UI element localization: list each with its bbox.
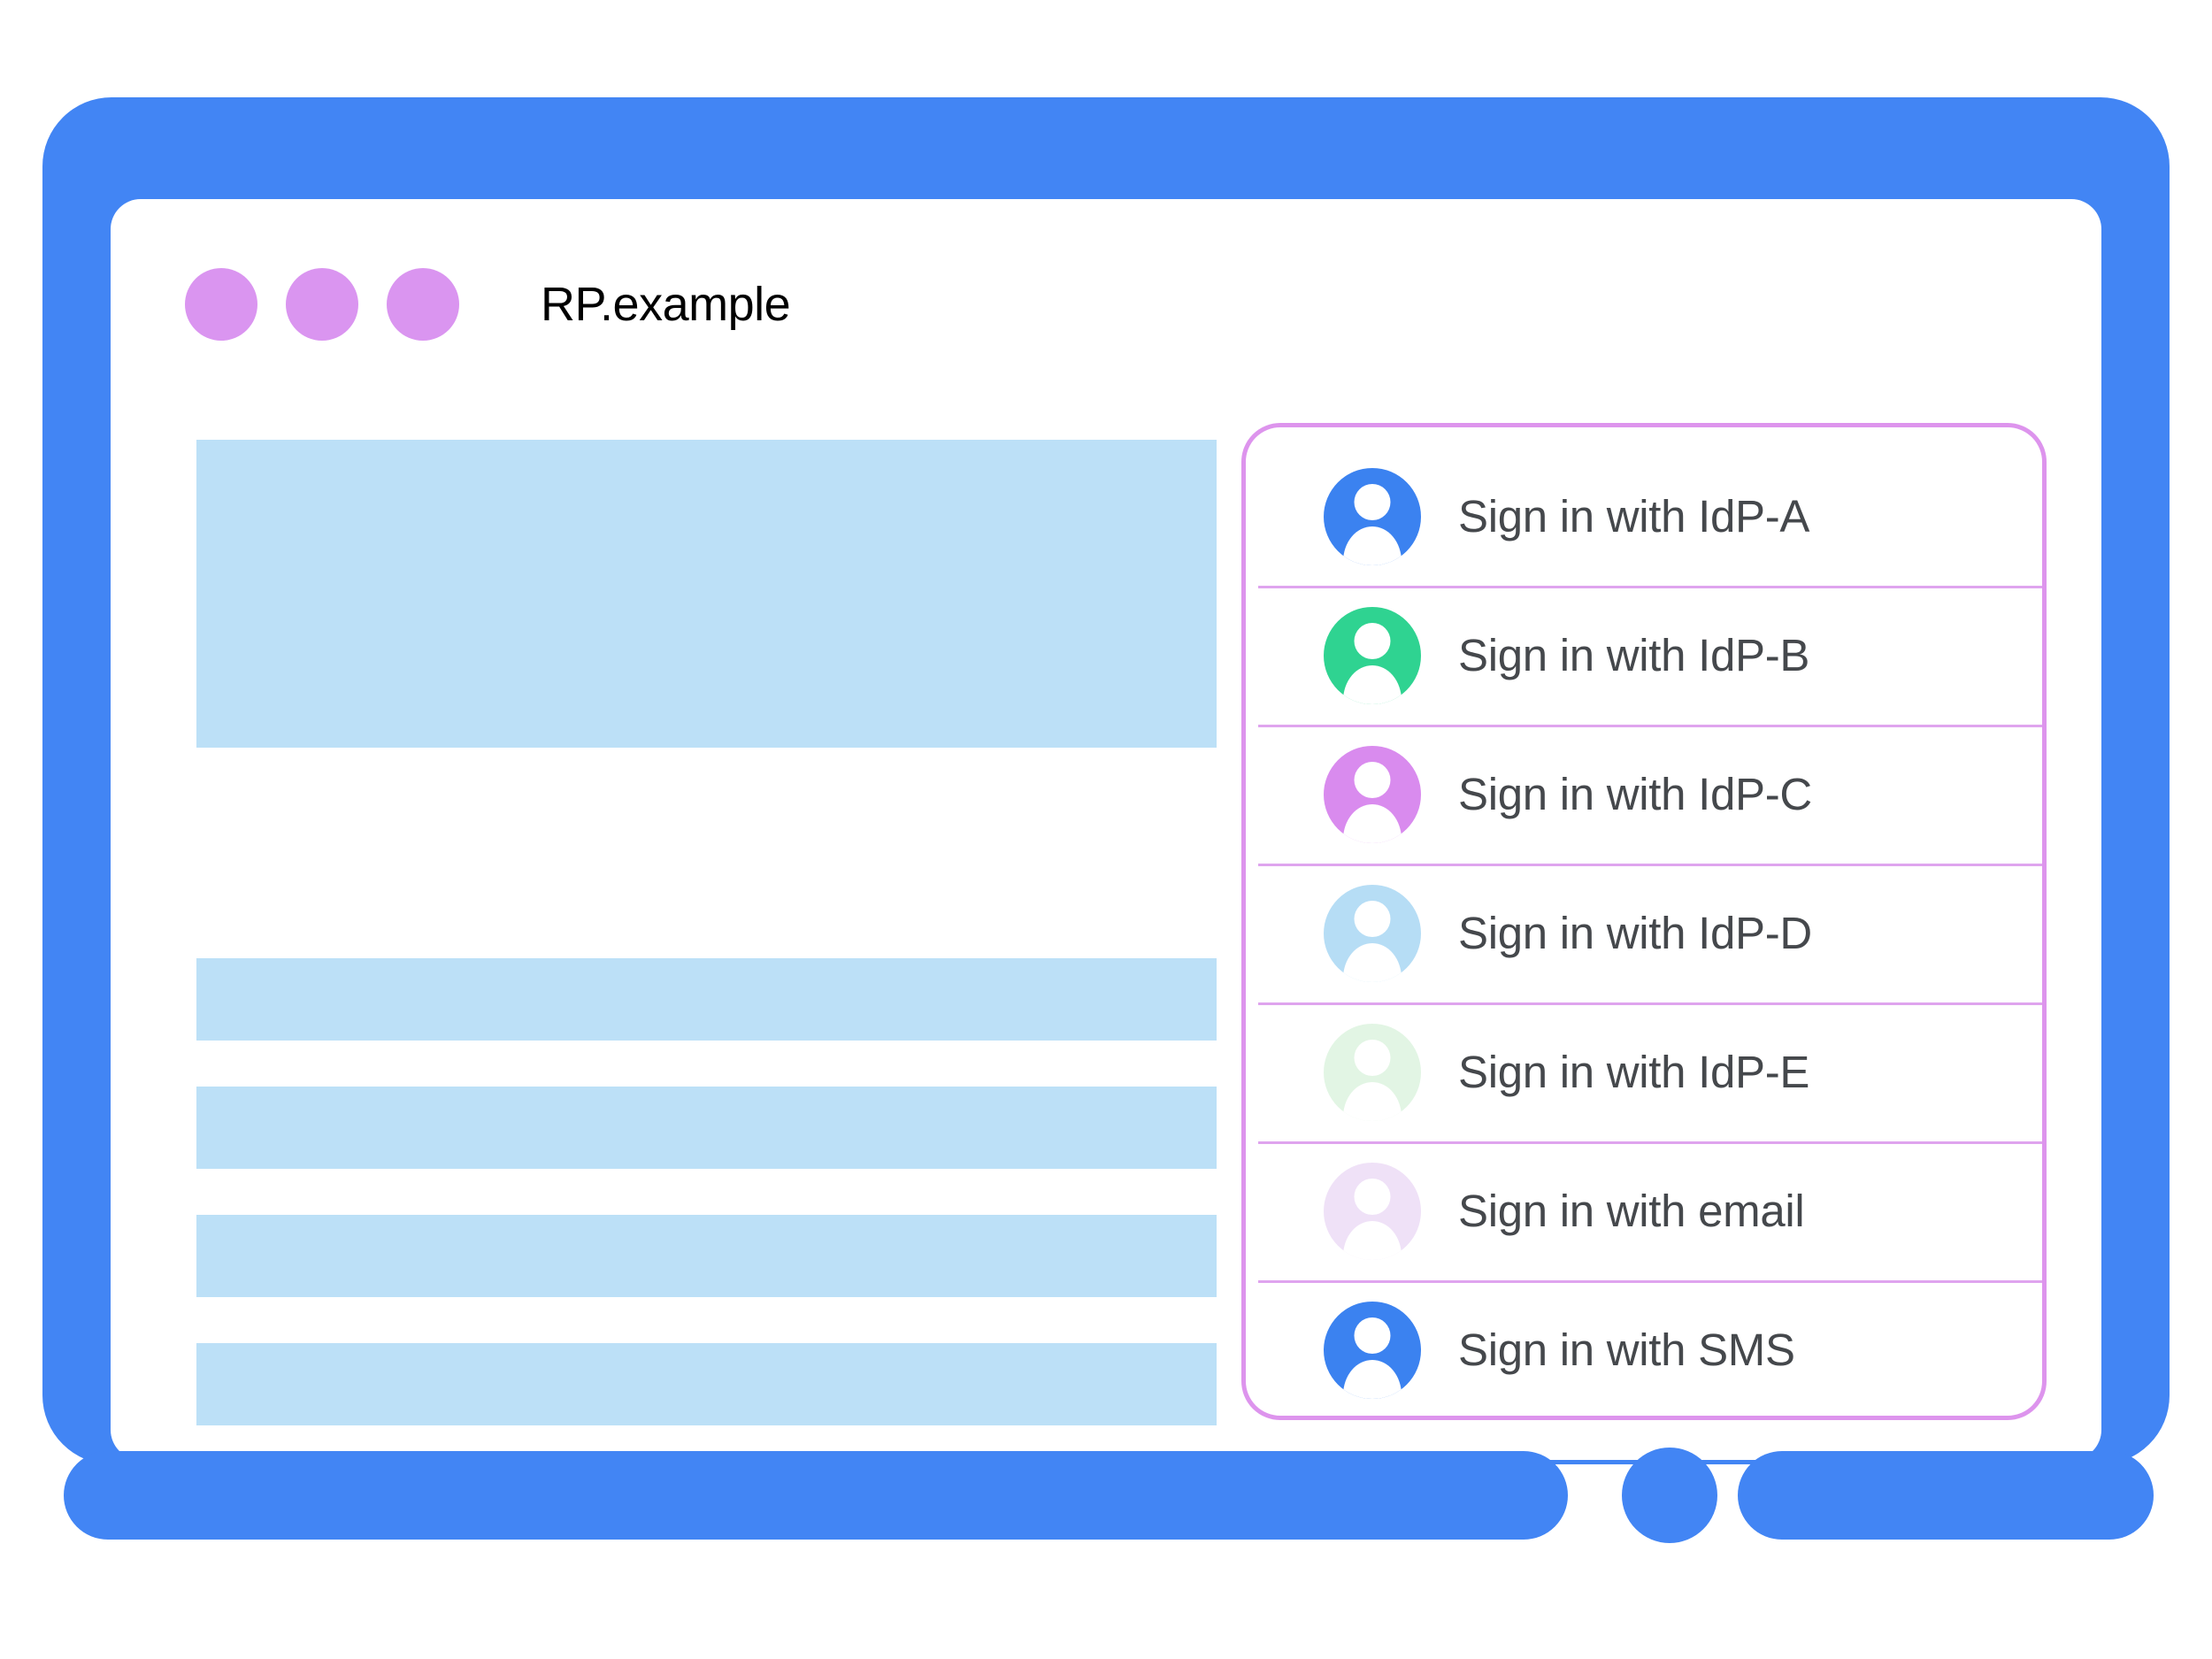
avatar-head: [1354, 762, 1391, 799]
signin-option-row[interactable]: Sign in with email: [1246, 1141, 2042, 1280]
signin-option-row[interactable]: Sign in with IdP-C: [1246, 725, 2042, 864]
signin-option-label: Sign in with SMS: [1458, 1325, 1795, 1375]
bezel-bar-left: [64, 1451, 1568, 1540]
avatar-icon: [1324, 1301, 1421, 1399]
avatar-head: [1354, 1317, 1391, 1355]
avatar-body: [1343, 1359, 1402, 1399]
account-chooser-card: Sign in with IdP-A Sign in with IdP-B Sign…: [1241, 423, 2047, 1420]
avatar-body: [1343, 803, 1402, 843]
avatar-body: [1343, 526, 1402, 565]
signin-option-label: Sign in with IdP-C: [1458, 769, 1812, 819]
avatar-icon: [1324, 606, 1421, 704]
text-placeholder-bar-4: [196, 1343, 1217, 1425]
signin-option-label: Sign in with IdP-E: [1458, 1047, 1810, 1097]
avatar-body: [1343, 1220, 1402, 1260]
text-placeholder-bar-3: [196, 1215, 1217, 1297]
avatar-icon: [1324, 745, 1421, 843]
avatar-head: [1354, 901, 1391, 938]
avatar-body: [1343, 942, 1402, 982]
signin-option-row[interactable]: Sign in with IdP-A: [1246, 447, 2042, 586]
text-placeholder-bar-1: [196, 958, 1217, 1041]
bezel-bar-right: [1738, 1451, 2154, 1540]
text-placeholder-bar-2: [196, 1087, 1217, 1169]
tab-title: RP.example: [541, 278, 791, 331]
avatar-head: [1354, 1179, 1391, 1216]
home-button[interactable]: [1622, 1448, 1717, 1543]
window-dot-3[interactable]: [387, 268, 459, 341]
avatar-head: [1354, 623, 1391, 660]
avatar-body: [1343, 664, 1402, 704]
avatar-body: [1343, 1081, 1402, 1121]
signin-option-label: Sign in with IdP-A: [1458, 491, 1810, 541]
signin-option-list: Sign in with IdP-A Sign in with IdP-B Sign…: [1246, 447, 2042, 1416]
avatar-icon: [1324, 1162, 1421, 1260]
avatar-icon: [1324, 1023, 1421, 1121]
avatar-head: [1354, 1040, 1391, 1077]
signin-option-label: Sign in with IdP-D: [1458, 908, 1812, 958]
avatar-head: [1354, 484, 1391, 521]
window-dot-1[interactable]: [185, 268, 257, 341]
avatar-icon: [1324, 467, 1421, 565]
signin-option-row[interactable]: Sign in with SMS: [1246, 1280, 2042, 1416]
hero-placeholder-block: [196, 440, 1217, 748]
window-dot-2[interactable]: [286, 268, 358, 341]
browser-titlebar: RP.example: [185, 268, 791, 341]
signin-option-label: Sign in with email: [1458, 1186, 1805, 1236]
signin-option-row[interactable]: Sign in with IdP-E: [1246, 1002, 2042, 1141]
signin-option-label: Sign in with IdP-B: [1458, 630, 1810, 680]
signin-option-row[interactable]: Sign in with IdP-B: [1246, 586, 2042, 725]
signin-option-row[interactable]: Sign in with IdP-D: [1246, 864, 2042, 1002]
avatar-icon: [1324, 884, 1421, 982]
